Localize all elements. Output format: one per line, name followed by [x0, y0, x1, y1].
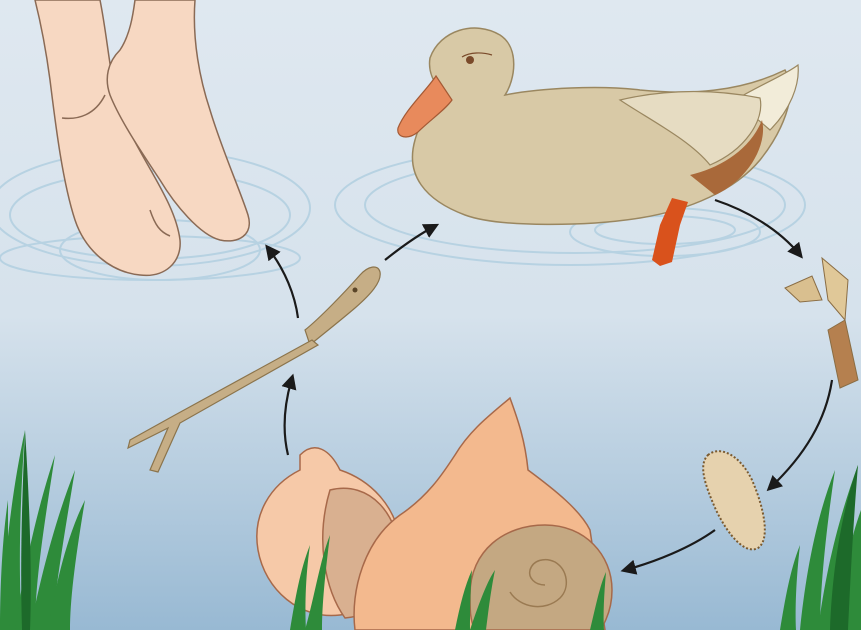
- duck-eye: [466, 56, 474, 64]
